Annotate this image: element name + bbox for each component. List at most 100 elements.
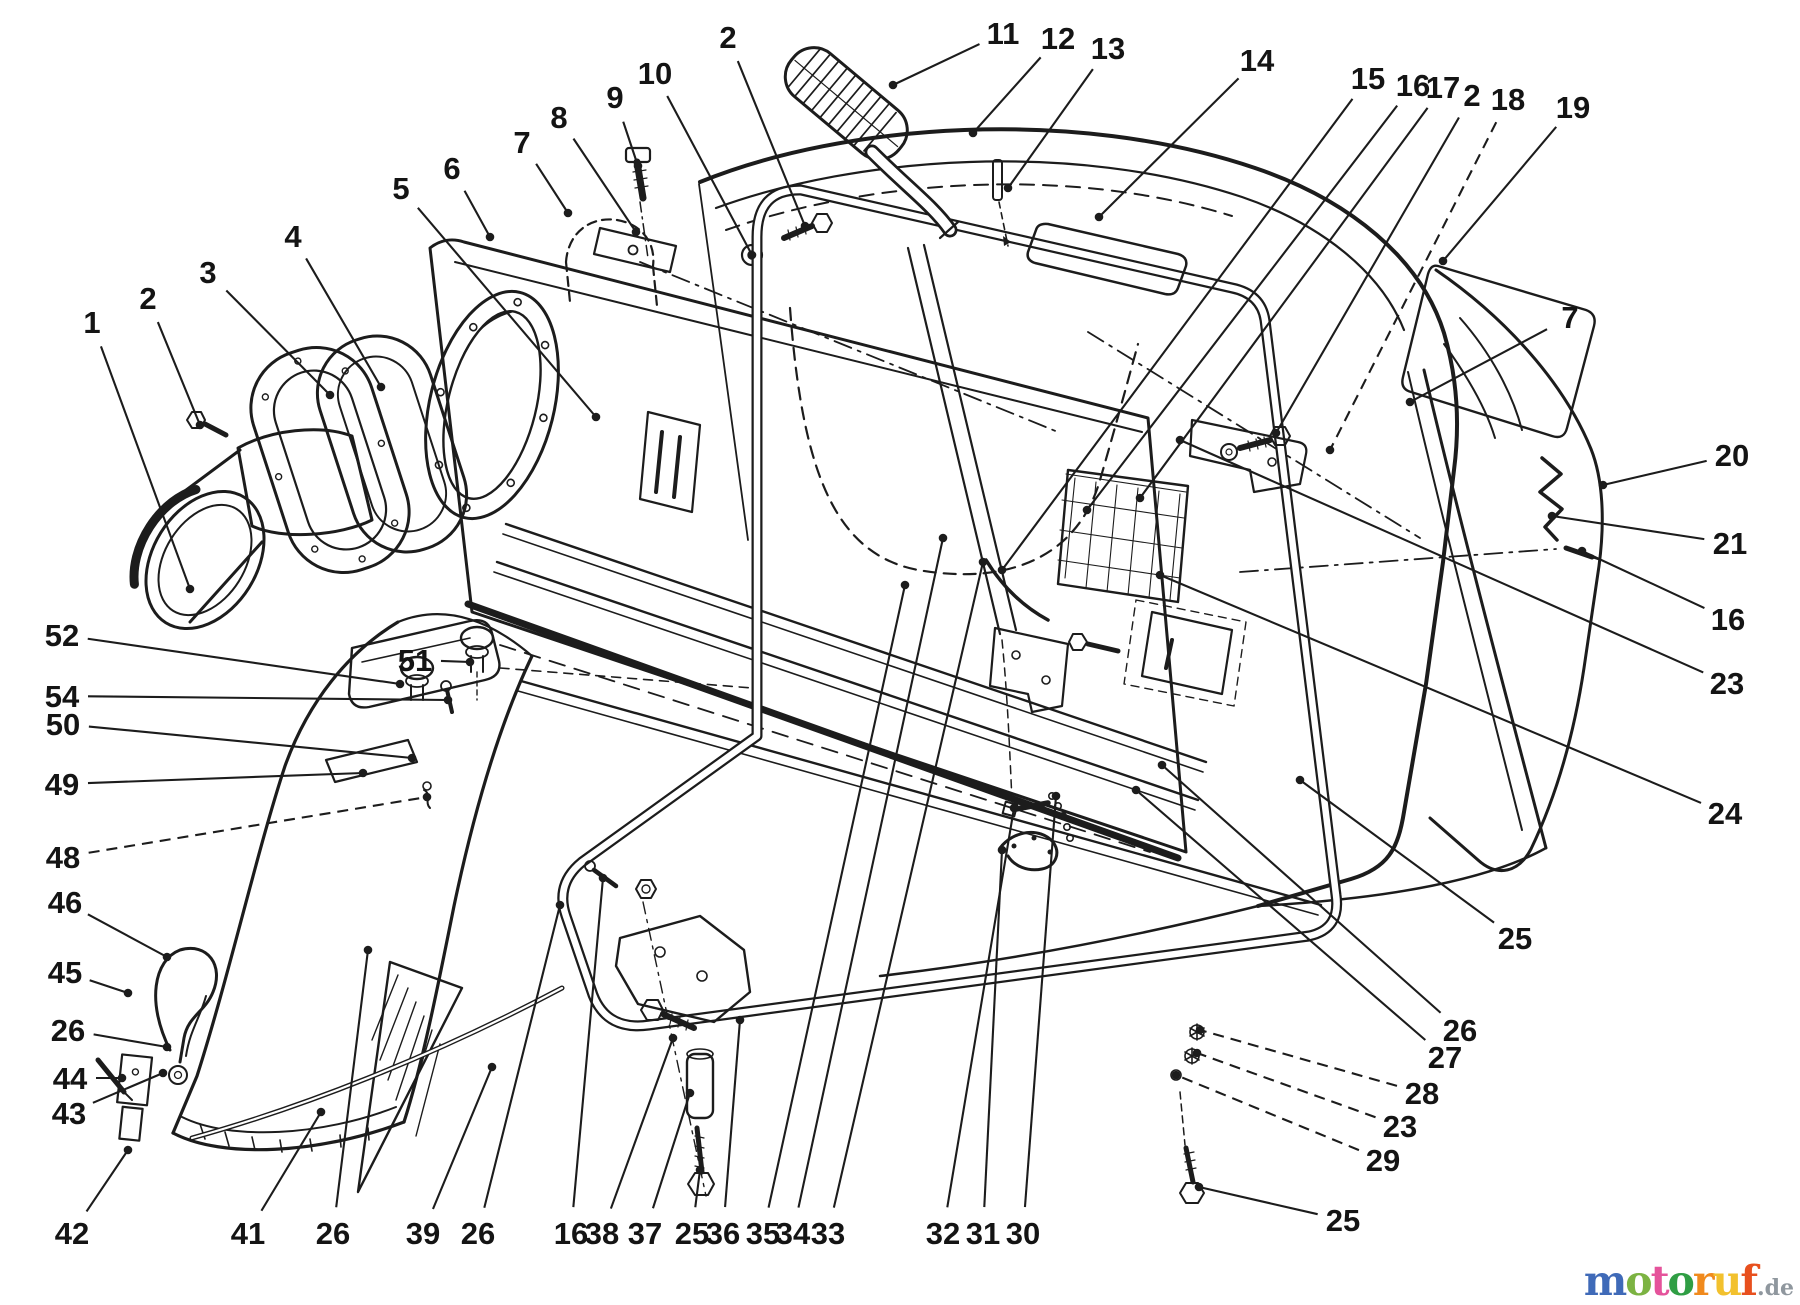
leader-dot-17 — [1135, 493, 1145, 503]
leader-line-49 — [87, 771, 364, 785]
leader-dot-10 — [747, 250, 757, 260]
callout-26: 26 — [1443, 1013, 1477, 1048]
leader-dot-54 — [443, 695, 453, 705]
callout-51: 51 — [398, 643, 432, 678]
leader-dot-26 — [363, 945, 373, 955]
bag-bottom-edge — [878, 846, 1548, 978]
leader-dot-11 — [888, 80, 898, 90]
callout-16: 16 — [1711, 602, 1745, 637]
leader-dot-29 — [1171, 1070, 1181, 1080]
callout-12: 12 — [1041, 21, 1075, 56]
leader-line-18 — [1329, 121, 1498, 451]
callout-8: 8 — [550, 100, 567, 135]
leader-line-14 — [1098, 77, 1240, 218]
leader-dot-4 — [376, 382, 386, 392]
leader-dot-36 — [735, 1015, 745, 1025]
leader-line-16 — [1581, 550, 1705, 609]
leader-dot-2 — [1271, 428, 1281, 438]
bag-front-right-seam — [1422, 368, 1548, 850]
callout-29: 29 — [1366, 1143, 1400, 1178]
leader-dot-39 — [487, 1062, 497, 1072]
site-logo: motoruf.de — [1584, 1261, 1794, 1302]
callout-44: 44 — [53, 1061, 88, 1096]
leader-dot-24 — [1155, 570, 1165, 580]
grip-neck-cap — [938, 220, 960, 240]
leader-dot-8 — [631, 227, 641, 237]
leader-dot-48 — [422, 792, 432, 802]
port-hole — [442, 310, 542, 500]
logo-word: motoruf — [1584, 1257, 1758, 1305]
callout-5: 5 — [392, 171, 409, 206]
callout-6: 6 — [443, 151, 460, 186]
leader-line-10 — [666, 95, 753, 256]
leader-dot-15 — [997, 565, 1007, 575]
leader-line-25 — [1299, 779, 1495, 924]
side-panel-outline — [1428, 268, 1604, 872]
leader-dot-5 — [591, 412, 601, 422]
callout-13: 13 — [1091, 31, 1125, 66]
callout-3: 3 — [199, 255, 216, 290]
oval-port — [424, 289, 560, 521]
mount-plate-inner — [361, 637, 471, 663]
rail-2a — [495, 560, 1200, 802]
leader-dot-1 — [185, 584, 195, 594]
leader-line-26 — [483, 904, 562, 1209]
leader-dot-20 — [1598, 480, 1608, 490]
leader-line-15 — [1001, 98, 1354, 571]
bolt-2-left-shank — [202, 421, 229, 438]
callout-1: 1 — [83, 305, 100, 340]
bolt-2-head — [811, 213, 833, 233]
callout-15: 15 — [1351, 61, 1385, 96]
callout-39: 39 — [406, 1216, 440, 1251]
column-centerline — [642, 901, 707, 1197]
bag-left-edge — [698, 183, 749, 541]
leader-dot-14 — [1094, 212, 1104, 222]
grip-body — [783, 46, 909, 161]
leader-dot-42 — [123, 1145, 133, 1155]
leader-dot-32 — [1009, 803, 1019, 813]
leader-dot-23 — [1192, 1048, 1202, 1058]
leader-dot-16 — [1577, 546, 1587, 556]
leader-line-26 — [335, 949, 370, 1208]
leader-dot-9 — [633, 161, 643, 171]
bolt-33-head — [1068, 633, 1088, 651]
leader-line-46 — [87, 913, 168, 958]
leader-dot-52 — [395, 679, 405, 689]
rail-2b — [493, 571, 1196, 811]
callout-52: 52 — [45, 618, 79, 653]
bolt-32-shank — [1013, 800, 1051, 812]
clamp-plate-hole — [627, 244, 639, 256]
slot-plate-slot-1 — [654, 430, 664, 494]
chute-mouth-inner — [181, 1106, 397, 1134]
leader-dot-26 — [555, 900, 565, 910]
bag-front-right-seam-inner — [1407, 371, 1523, 831]
leader-line-4 — [305, 257, 382, 388]
bolt-2b-threads — [1247, 436, 1267, 452]
gasket-ring-3 — [249, 346, 411, 574]
chute-inner-edge — [402, 654, 534, 1124]
bolt-25r-head — [1179, 1182, 1205, 1204]
callout-48: 48 — [46, 840, 80, 875]
spacer-37 — [685, 1052, 715, 1120]
leader-dot-33 — [978, 557, 988, 567]
callout-41: 41 — [231, 1216, 265, 1251]
leader-dot-26 — [1157, 760, 1167, 770]
chute-mouth-rim-dark — [129, 485, 201, 589]
callout-26: 26 — [461, 1216, 495, 1251]
lever-channel-b — [922, 243, 1018, 632]
callout-7: 7 — [1561, 300, 1578, 335]
bolt-2b-head — [1269, 426, 1291, 446]
leader-dot-3 — [325, 390, 335, 400]
grip-mid-rib — [794, 59, 899, 148]
chute-outer-edge — [171, 620, 400, 1135]
leader-line-29 — [1175, 1074, 1360, 1152]
latch-bracket — [1188, 418, 1308, 494]
chute-mouth-hatch — [199, 1123, 370, 1153]
callout-43: 43 — [52, 1096, 86, 1131]
frame-tube-core — [559, 186, 1340, 1030]
leader-dot-51 — [465, 657, 475, 667]
strip-49 — [324, 738, 419, 784]
callout-35: 35 — [746, 1216, 780, 1251]
